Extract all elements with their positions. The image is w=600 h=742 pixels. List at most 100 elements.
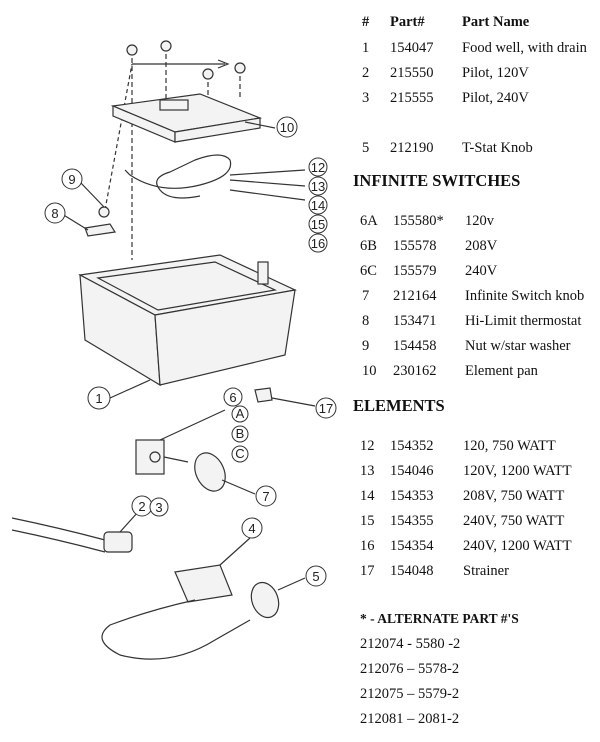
- header-part-name: Part Name: [462, 14, 530, 30]
- callout-16: 16: [308, 233, 328, 253]
- part-no: 212190: [390, 140, 434, 156]
- alternate-part-row: 212076 – 5578-2: [360, 661, 460, 677]
- callout-6: 6: [223, 387, 243, 407]
- callout-4: 4: [241, 517, 263, 539]
- thermostat-assembly: [101, 537, 306, 660]
- svg-text:7: 7: [262, 489, 269, 504]
- svg-text:C: C: [235, 446, 244, 461]
- table-row: 5 212190 T-Stat Knob: [360, 138, 595, 158]
- table-row: 15 154355 240V, 750 WATT: [360, 511, 595, 531]
- alternate-part-row: 212081 – 2081-2: [360, 711, 460, 727]
- callout-A: A: [231, 405, 249, 423]
- table-row: 6B 155578 208V: [360, 236, 595, 256]
- callout-17: 17: [315, 397, 337, 419]
- part-no: 154458: [393, 338, 437, 354]
- pilot-light: [11, 511, 139, 553]
- hi-limit-thermostat: [61, 181, 116, 237]
- part-no: 212164: [393, 288, 437, 304]
- callout-13: 13: [308, 176, 328, 196]
- part-no: 155580*: [393, 213, 444, 229]
- part-num: 2: [362, 65, 370, 81]
- part-name: 120, 750 WATT: [463, 438, 556, 454]
- infinite-switches-heading: INFINITE SWITCHES: [353, 171, 521, 190]
- part-name: 240V, 750 WATT: [463, 513, 565, 529]
- svg-text:14: 14: [311, 198, 325, 213]
- svg-text:2: 2: [138, 499, 145, 514]
- table-row: 1 154047 Food well, with drain: [360, 38, 595, 58]
- svg-text:3: 3: [155, 500, 162, 515]
- part-num: 5: [362, 140, 370, 156]
- part-no: 153471: [393, 313, 437, 329]
- svg-text:B: B: [236, 426, 245, 441]
- header-num: #: [362, 14, 370, 30]
- callout-B: B: [231, 425, 249, 443]
- part-no: 215555: [390, 90, 434, 106]
- part-no: 154046: [390, 463, 434, 479]
- callout-3: 3: [149, 497, 169, 517]
- callout-8: 8: [44, 202, 66, 224]
- part-name: Nut w/star washer: [465, 338, 571, 354]
- table-row: 6A 155580* 120v: [360, 211, 595, 231]
- part-num: 6C: [360, 263, 377, 279]
- table-row: 14 154353 208V, 750 WATT: [360, 486, 595, 506]
- callout-1: 1: [87, 386, 111, 410]
- strainer: [254, 387, 316, 407]
- top-nuts: [126, 40, 246, 80]
- callout-5: 5: [305, 565, 327, 587]
- part-no: 154047: [390, 40, 434, 56]
- table-row: 10 230162 Element pan: [360, 361, 595, 381]
- part-no: 154355: [390, 513, 434, 529]
- element-pan: [110, 93, 276, 143]
- svg-text:6: 6: [229, 390, 236, 405]
- svg-text:12: 12: [311, 160, 325, 175]
- part-no: 155578: [393, 238, 437, 254]
- part-num: 14: [360, 488, 375, 504]
- infinite-switches-table: 6A 155580* 120v 6B 155578 208V 6C 155579…: [360, 211, 595, 381]
- part-num: 6B: [360, 238, 377, 254]
- table-row: 16 154354 240V, 1200 WATT: [360, 536, 595, 556]
- callout-9: 9: [61, 168, 83, 190]
- part-name: 208V: [465, 238, 498, 254]
- callout-2: 2: [131, 495, 153, 517]
- alternate-part-row: 212075 – 5579-2: [360, 686, 460, 702]
- part-no: 154048: [390, 563, 434, 579]
- part-num: 3: [362, 90, 370, 106]
- heating-element: [124, 154, 306, 201]
- part-num: 15: [360, 513, 375, 529]
- part-num: 16: [360, 538, 375, 554]
- svg-text:15: 15: [311, 217, 325, 232]
- table-row: 6C 155579 240V: [360, 261, 595, 281]
- table-row: 2 215550 Pilot, 120V: [360, 63, 595, 83]
- part-name: T-Stat Knob: [462, 140, 533, 156]
- callout-14: 14: [308, 195, 328, 215]
- food-well: [78, 254, 297, 399]
- callout-10: 10: [276, 116, 298, 138]
- table-row: 3 215555 Pilot, 240V: [360, 88, 595, 108]
- table-row: 9 154458 Nut w/star washer: [360, 336, 595, 356]
- table-row: 12 154352 120, 750 WATT: [360, 436, 595, 456]
- part-num: 8: [362, 313, 370, 329]
- elements-heading: ELEMENTS: [353, 396, 445, 415]
- table-row: 7 212164 Infinite Switch knob: [360, 286, 595, 306]
- part-no: 230162: [393, 363, 437, 379]
- part-name: Food well, with drain: [462, 40, 587, 56]
- parts-table: # Part# Part Name 1 154047 Food well, wi…: [360, 12, 595, 192]
- part-num: 13: [360, 463, 375, 479]
- part-no: 215550: [390, 65, 434, 81]
- part-name: Pilot, 240V: [462, 90, 529, 106]
- svg-text:17: 17: [319, 401, 333, 416]
- part-num: 1: [362, 40, 370, 56]
- alternate-parts-heading: * - ALTERNATE PART #'S: [360, 611, 519, 626]
- part-num: 9: [362, 338, 370, 354]
- part-num: 7: [362, 288, 370, 304]
- table-header-row: # Part# Part Name: [360, 12, 595, 32]
- svg-text:13: 13: [311, 179, 325, 194]
- alternate-part-row: 212074 - 5580 -2: [360, 636, 461, 652]
- part-name: Infinite Switch knob: [465, 288, 585, 304]
- callout-12: 12: [308, 157, 328, 177]
- part-name: 208V, 750 WATT: [463, 488, 565, 504]
- part-no: 154352: [390, 438, 434, 454]
- svg-text:8: 8: [51, 206, 58, 221]
- table-row: 8 153471 Hi-Limit thermostat: [360, 311, 595, 331]
- part-no: 154354: [390, 538, 434, 554]
